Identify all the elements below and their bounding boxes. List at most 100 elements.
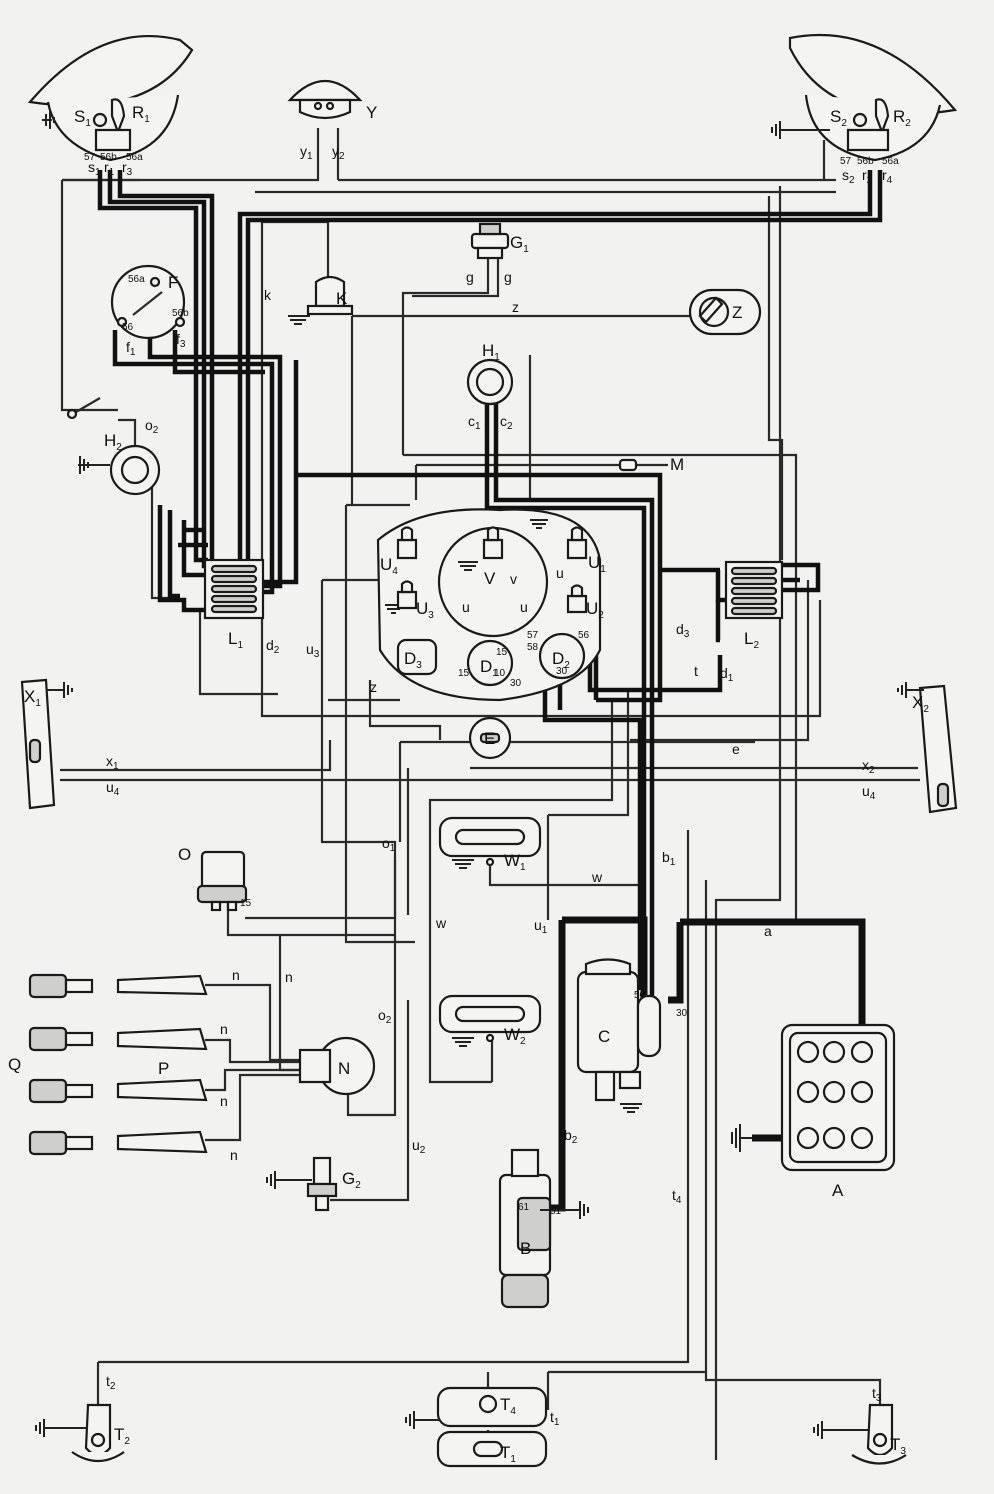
instrument-cluster <box>376 508 602 702</box>
wire-label-c1: c1 <box>468 413 481 432</box>
label-H1: H1 <box>482 341 500 363</box>
terminal-f-56: 56 <box>122 322 134 333</box>
terminal-c-30: 30 <box>676 1008 688 1019</box>
wire-label-x2: x2 <box>862 757 875 776</box>
wire-label-o2-top: o2 <box>145 417 159 436</box>
wire-label-d2: d2 <box>266 637 280 656</box>
label-T3: T3 <box>890 1435 906 1457</box>
terminal-hr-57: 57 <box>840 156 852 167</box>
label-U3: U3 <box>416 599 434 621</box>
label-W2: W2 <box>504 1025 526 1047</box>
terminal-hl-56a: 56a <box>126 152 143 163</box>
wiper-switch <box>468 716 512 760</box>
horn <box>287 79 363 120</box>
headlight-right <box>771 34 958 162</box>
terminal-o-15: 15 <box>240 898 252 909</box>
label-U2: U2 <box>586 599 604 621</box>
wire-label-u-a: u <box>556 565 564 581</box>
terminal-d2-57: 57 <box>527 630 539 641</box>
label-Z: Z <box>732 303 742 322</box>
wire-label-y1: y1 <box>300 143 313 162</box>
wire-label-n4: n <box>220 1093 228 1109</box>
wire-label-z-top: z <box>512 299 519 315</box>
terminal-d2-58: 58 <box>527 642 539 653</box>
wire-label-u4-left: u4 <box>106 779 120 798</box>
wire-label-b2: b2 <box>564 1127 578 1146</box>
wire-label-t1: t1 <box>550 1409 560 1428</box>
wire-label-d1: d1 <box>720 665 734 684</box>
terminal-c-50: 50 <box>634 990 646 1001</box>
component-labels: S1 R1 S2 R2 Y G1 K F Z H1 H2 M L1 L2 U1 … <box>8 103 929 1465</box>
generator <box>498 1148 589 1309</box>
label-Y: Y <box>366 103 377 122</box>
wire-label-t3: t3 <box>872 1385 882 1404</box>
terminal-hr-56b: 56b <box>857 156 874 167</box>
wire-label-s1: s1 <box>88 159 101 178</box>
wire-label-c2: c2 <box>500 413 513 432</box>
terminal-d2-56: 56 <box>578 630 590 641</box>
label-U4: U4 <box>380 555 398 577</box>
label-H2: H2 <box>104 431 122 453</box>
label-E: E <box>484 729 495 748</box>
label-B: B <box>520 1239 531 1258</box>
label-G2: G2 <box>342 1169 361 1191</box>
terminal-d1-10: 10 <box>494 668 506 679</box>
wire-label-r3: r3 <box>122 159 133 178</box>
wire-label-t-mid: t <box>694 663 698 679</box>
terminal-hl-57: 57 <box>84 152 96 163</box>
terminal-d1-15: 15 <box>496 647 508 658</box>
terminal-hl-56b: 56b <box>100 152 117 163</box>
label-N: N <box>338 1059 350 1078</box>
wire-labels: s1 r1 r3 s2 r2 r4 y1 y2 g g k z f1 f3 o2… <box>88 143 893 1428</box>
terminal-f-56a: 56a <box>128 274 145 285</box>
wire-label-u3: u3 <box>306 641 320 660</box>
headlight-left <box>27 35 194 162</box>
wire-label-r1: r1 <box>104 159 115 178</box>
label-L2: L2 <box>744 629 759 651</box>
label-F: F <box>168 273 178 292</box>
wire-label-w-upper: w <box>591 869 603 885</box>
thin-wires <box>60 128 920 1460</box>
wire-label-a: a <box>764 923 772 939</box>
wire-label-w-lower: w <box>435 915 447 931</box>
wire-label-n2: n <box>232 967 240 983</box>
battery <box>731 1023 896 1172</box>
wire-label-v: v <box>510 571 517 587</box>
wire-label-f1: f1 <box>126 339 136 358</box>
label-T1: T1 <box>500 1443 516 1465</box>
label-D1: D1 <box>480 657 498 679</box>
label-K: K <box>336 289 348 308</box>
label-D3: D3 <box>404 649 422 671</box>
label-U1: U1 <box>588 553 606 575</box>
terminal-labels: 57 56b 56a 57 56b 56a 56a 56 56b 15 15 1… <box>84 152 899 1217</box>
label-Q: Q <box>8 1055 21 1074</box>
spark-plug-connectors <box>116 974 208 1154</box>
label-A: A <box>832 1181 844 1200</box>
distributor <box>298 1036 376 1096</box>
wire-label-e: e <box>732 741 740 757</box>
label-R2: R2 <box>893 107 911 129</box>
wire-label-n1: n <box>285 969 293 985</box>
label-C: C <box>598 1027 610 1046</box>
temperature-sender <box>266 1156 338 1212</box>
wire-label-t4: t4 <box>672 1187 682 1206</box>
label-R1: R1 <box>132 103 150 125</box>
tail-light-left <box>35 1403 125 1463</box>
wire-label-u2: u2 <box>412 1137 426 1156</box>
ignition-coil <box>196 850 248 912</box>
label-V: V <box>484 569 496 588</box>
rear-license-light <box>405 1386 548 1468</box>
label-M: M <box>670 455 684 474</box>
wire-label-n5: n <box>230 1147 238 1163</box>
cab-light-2 <box>438 994 542 1047</box>
starter-motor <box>576 958 662 1113</box>
terminal-d1-30: 30 <box>510 678 522 689</box>
label-T2: T2 <box>114 1425 130 1447</box>
wire-label-k: k <box>264 287 272 303</box>
label-O: O <box>178 845 191 864</box>
wire-label-n3: n <box>220 1021 228 1037</box>
light-switch <box>110 264 186 340</box>
label-S2: S2 <box>830 107 847 129</box>
terminal-b-51: 51 <box>550 1206 562 1217</box>
terminal-f-56b: 56b <box>172 308 189 319</box>
